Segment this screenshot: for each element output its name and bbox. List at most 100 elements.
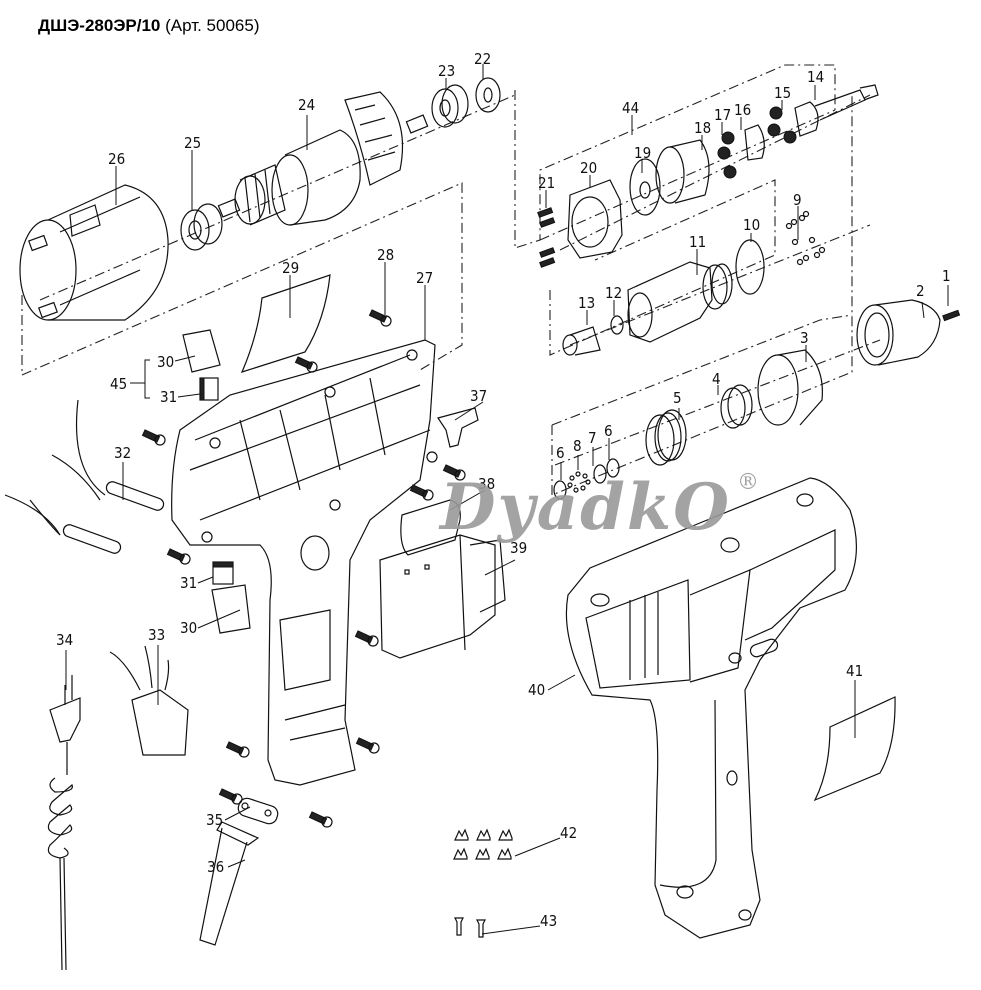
label-29: [240, 274, 331, 373]
ring-gear-18: [655, 139, 710, 204]
svg-text:6: 6: [604, 422, 613, 440]
motor-frame: [21, 182, 463, 376]
callout-26: 26: [108, 150, 125, 205]
housing-half-40: [565, 477, 857, 939]
svg-text:40: 40: [528, 681, 545, 699]
ring-frame-top: [551, 314, 853, 426]
screw: [141, 429, 166, 446]
callout-39: 39: [484, 539, 527, 576]
svg-text:11: 11: [689, 233, 706, 251]
svg-text:37: 37: [470, 387, 487, 405]
gearbox-frame-44: [514, 64, 836, 249]
svg-text:26: 26: [108, 150, 125, 168]
callout-19: 19: [634, 144, 651, 173]
svg-text:45: 45: [110, 375, 127, 393]
svg-text:16: 16: [734, 101, 751, 119]
callout-31-bottom: 31: [180, 574, 214, 592]
svg-text:2: 2: [916, 282, 925, 300]
svg-text:17: 17: [714, 106, 731, 124]
capacitor-33: [109, 645, 189, 756]
callout-40: 40: [528, 674, 576, 699]
screw: [166, 548, 191, 565]
registered-mark: ®: [737, 470, 761, 495]
callout-32: 32: [114, 444, 131, 500]
chuck-2: [856, 299, 941, 366]
callout-13: 13: [578, 294, 595, 325]
diagram-title: ДШЭ-280ЭР/10 (Арт. 50065): [38, 16, 260, 36]
callout-8: 8: [573, 437, 582, 470]
screw: [294, 356, 318, 373]
callout-14: 14: [807, 68, 824, 100]
callout-31-top: 31: [160, 388, 201, 406]
callout-25: 25: [184, 134, 201, 210]
switch-39: [379, 534, 506, 659]
clutch-plate-10: [735, 239, 765, 295]
svg-text:5: 5: [673, 389, 682, 407]
svg-text:3: 3: [800, 329, 809, 347]
callout-28: 28: [377, 246, 394, 315]
washer-19: [629, 158, 661, 216]
ring-frame: [551, 95, 853, 496]
callout-43: 43: [481, 912, 557, 935]
callout-6: 6: [556, 444, 565, 480]
callout-1: 1: [942, 267, 951, 306]
svg-text:12: 12: [605, 284, 622, 302]
gearbox-cover-20: [567, 179, 623, 259]
callout-12: 12: [605, 284, 622, 316]
svg-text:28: 28: [377, 246, 394, 264]
callout-21: 21: [538, 174, 555, 208]
svg-text:20: 20: [580, 159, 597, 177]
bearing-23: [431, 84, 469, 128]
clutch-axis: [569, 224, 871, 346]
callout-27: 27: [416, 269, 433, 340]
clutch-frame: [549, 179, 776, 356]
svg-text:36: 36: [207, 858, 224, 876]
callout-17: 17: [714, 106, 731, 135]
svg-text:24: 24: [298, 96, 315, 114]
torque-ring-3: [757, 349, 823, 426]
svg-text:13: 13: [578, 294, 595, 312]
callout-4: 4: [712, 370, 721, 395]
screw: [218, 788, 243, 805]
bearing-25: [180, 203, 223, 251]
article-number: (Арт. 50065): [165, 16, 260, 35]
screw: [225, 741, 250, 758]
svg-text:23: 23: [438, 62, 455, 80]
svg-text:27: 27: [416, 269, 433, 287]
svg-text:18: 18: [694, 119, 711, 137]
armature: [217, 91, 429, 226]
svg-text:39: 39: [510, 539, 527, 557]
svg-text:21: 21: [538, 174, 555, 192]
planet-carrier-16: [744, 124, 765, 161]
callout-34: 34: [56, 631, 73, 690]
housing-half-27: [171, 339, 438, 786]
motor-axis: [39, 94, 516, 301]
reverse-switch-38: [400, 499, 461, 556]
svg-text:15: 15: [774, 84, 791, 102]
output-shaft-14: [794, 84, 879, 137]
callout-45: 45: [110, 359, 150, 399]
callout-37: 37: [454, 387, 487, 421]
watermark-logo: DyadkO®: [440, 470, 761, 545]
gearbox-housing-11: [627, 261, 733, 343]
screw-21: [537, 207, 556, 268]
callout-30-top: 30: [157, 353, 196, 371]
svg-text:4: 4: [712, 370, 721, 388]
callout-20: 20: [580, 159, 597, 188]
callout-41: 41: [846, 662, 863, 738]
svg-text:8: 8: [573, 437, 582, 455]
svg-text:6: 6: [556, 444, 565, 462]
screw: [354, 630, 379, 647]
screw-28: [368, 309, 392, 327]
brush-holder-30-bottom: [211, 584, 251, 634]
callout-33: 33: [148, 626, 165, 705]
svg-text:19: 19: [634, 144, 651, 162]
svg-text:31: 31: [180, 574, 197, 592]
watermark-text: DyadkO: [440, 470, 731, 545]
svg-text:10: 10: [743, 216, 760, 234]
carbon-brush-31-bottom: [212, 561, 234, 585]
svg-text:33: 33: [148, 626, 165, 644]
model-name: ДШЭ-280ЭР/10: [38, 16, 161, 35]
clips-43: [454, 917, 486, 938]
